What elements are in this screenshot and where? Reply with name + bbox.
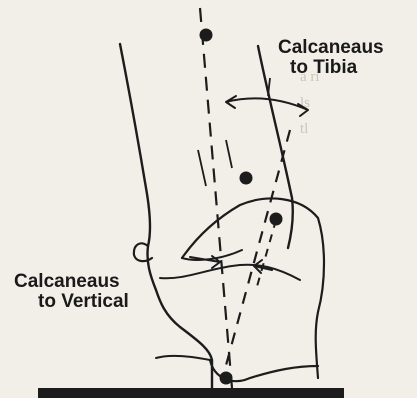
landmark-dot [220, 372, 233, 385]
leg-outline-posterior [120, 44, 150, 246]
heel-knob [134, 243, 152, 261]
heel-contour [147, 246, 212, 388]
bone-detail [286, 170, 290, 190]
bone-detail [226, 140, 232, 168]
calc-tibia-line1: Calcaneaus [278, 38, 384, 58]
calc-tibia-line2: to Tibia [278, 58, 384, 78]
tibia-label-pointer [268, 78, 270, 96]
landmark-dot [200, 29, 213, 42]
tibia-angle-arrowhead [298, 104, 308, 116]
calcaneus-bisector-line [256, 220, 276, 290]
talus-outline [182, 250, 242, 260]
tibia-angle-arrowhead [226, 96, 236, 108]
tibia-angle-arc [226, 98, 308, 110]
calcaneus-inner [160, 265, 300, 280]
bone-detail [198, 150, 206, 186]
landmark-dot [240, 172, 253, 185]
landmark-dot [270, 213, 283, 226]
heel-pad-left [156, 356, 210, 360]
calc-vertical-label: Calcaneaus to Vertical [14, 272, 129, 312]
ground-slab [38, 388, 344, 398]
calcaneus-bone [182, 198, 324, 378]
calc-vertical-line1: Calcaneaus [14, 272, 129, 292]
calc-vertical-line2: to Vertical [14, 292, 129, 312]
vertical-bisector-line [200, 8, 232, 388]
calc-tibia-label: Calcaneaus to Tibia [278, 38, 384, 78]
